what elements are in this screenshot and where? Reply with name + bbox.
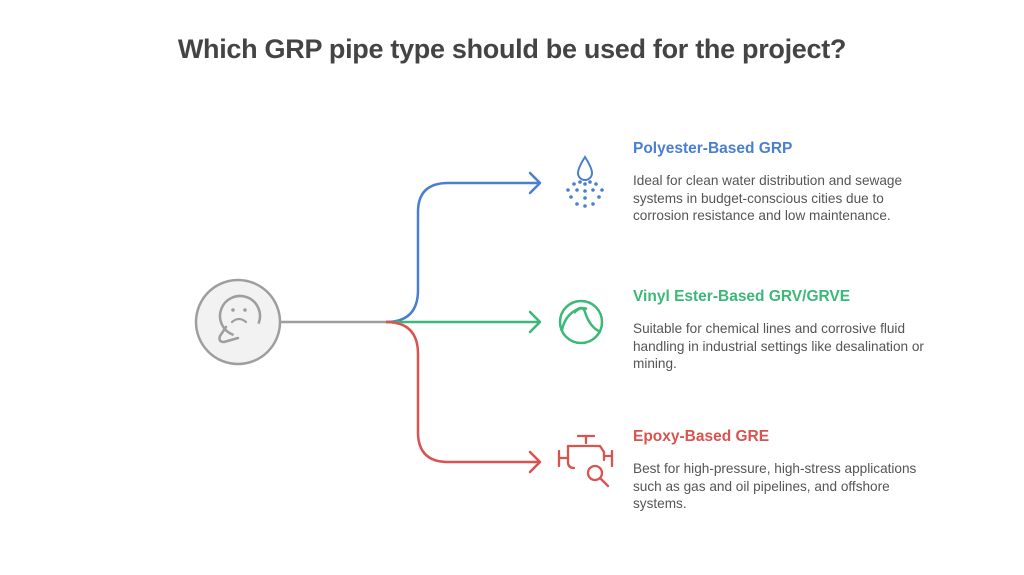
thinking-face-icon bbox=[194, 278, 282, 366]
option-description: Suitable for chemical lines and corrosiv… bbox=[633, 321, 924, 371]
pipe-valve-inspect-icon bbox=[557, 434, 614, 488]
option-epoxy: Epoxy-Based GRE Best for high-pressure, … bbox=[633, 428, 933, 513]
connector-polyester bbox=[385, 181, 540, 324]
water-drop-spray-icon bbox=[566, 155, 604, 208]
connector-epoxy bbox=[385, 320, 540, 464]
option-heading: Polyester-Based GRP bbox=[633, 140, 793, 157]
option-heading: Vinyl Ester-Based GRV/GRVE bbox=[633, 288, 851, 305]
wave-circle-icon bbox=[558, 299, 604, 345]
option-description: Best for high-pressure, high-stress appl… bbox=[633, 461, 917, 511]
option-description: Ideal for clean water distribution and s… bbox=[633, 173, 903, 223]
option-vinyl-ester: Vinyl Ester-Based GRV/GRVE Suitable for … bbox=[633, 288, 933, 373]
option-polyester: Polyester-Based GRP Ideal for clean wate… bbox=[633, 140, 933, 225]
page-title: Which GRP pipe type should be used for t… bbox=[177, 34, 847, 64]
option-heading: Epoxy-Based GRE bbox=[633, 428, 770, 445]
